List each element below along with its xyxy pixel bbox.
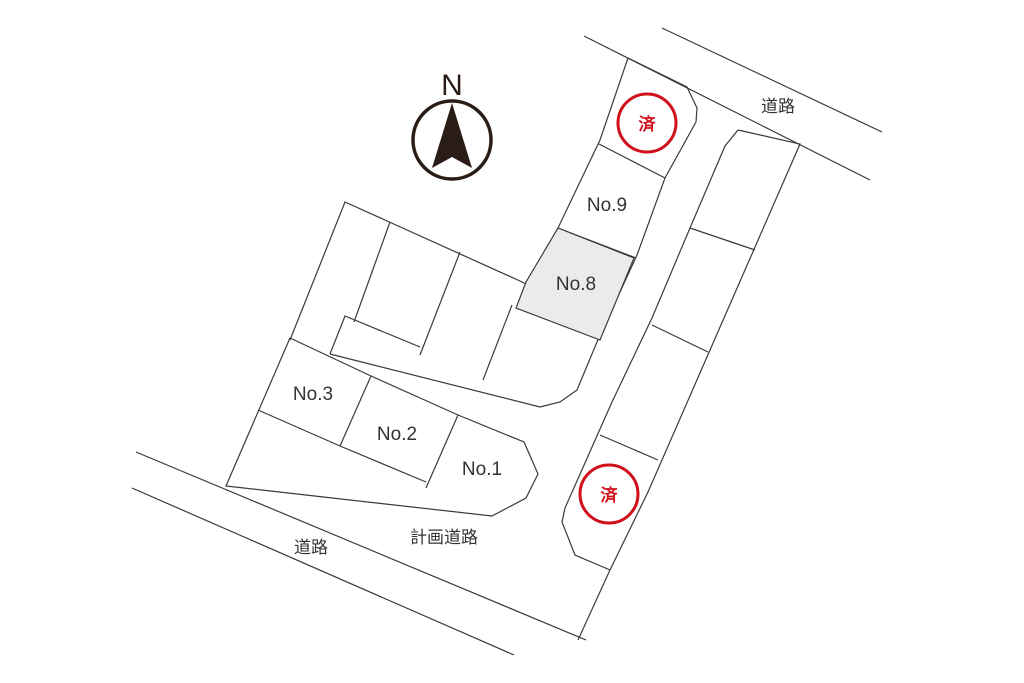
sold-stamp-icon: 済 [578, 463, 640, 525]
sold-stamp-icon: 済 [616, 92, 678, 154]
right-block [561, 129, 801, 641]
lot-no8[interactable] [515, 227, 635, 341]
bottom-road-edge-upper [135, 451, 587, 641]
top-road-edge-outer [661, 27, 883, 133]
lot-divider-3-bottom [257, 409, 341, 447]
right-lot-divider-3 [599, 434, 659, 461]
north-letter: N [441, 69, 463, 102]
sold-stamp-text-bottom: 済 [601, 485, 619, 506]
upper-block [289, 57, 698, 408]
road-label-top-right: 道路 [761, 97, 795, 116]
lot-label-no8[interactable]: No.8 [556, 274, 596, 295]
lower-block [225, 337, 539, 517]
road-label-bottom-left: 道路 [294, 538, 328, 557]
bottom-road-edge-lower [131, 487, 515, 656]
lot-divider-a [353, 221, 391, 323]
right-lot-divider-2 [651, 324, 709, 353]
lot-divider-2-bottom [339, 445, 427, 483]
lot-label-no2[interactable]: No.2 [377, 424, 417, 445]
lot-notch [329, 315, 421, 355]
road-label-planned: 計画道路 [410, 528, 478, 547]
right-block-east-edge [577, 129, 801, 641]
lot-label-no3[interactable]: No.3 [293, 384, 333, 405]
lot-divider-3-2 [339, 375, 372, 447]
lot-divider-2-1 [425, 414, 459, 489]
road-edges [131, 27, 883, 656]
lot-divider-b [419, 251, 461, 356]
north-arrow-icon: N [411, 69, 493, 181]
lot-divider-9-top [598, 143, 666, 179]
sold-stamp-text-top: 済 [639, 114, 657, 135]
lot-label-no1[interactable]: No.1 [462, 459, 502, 480]
right-lot-divider-1 [689, 227, 756, 251]
upper-block-outline-east [329, 57, 698, 408]
lot-label-no9[interactable]: No.9 [587, 195, 627, 216]
lower-block-outline [225, 337, 539, 517]
right-block-west-edge [561, 129, 739, 571]
lot-divider-c [482, 304, 513, 381]
